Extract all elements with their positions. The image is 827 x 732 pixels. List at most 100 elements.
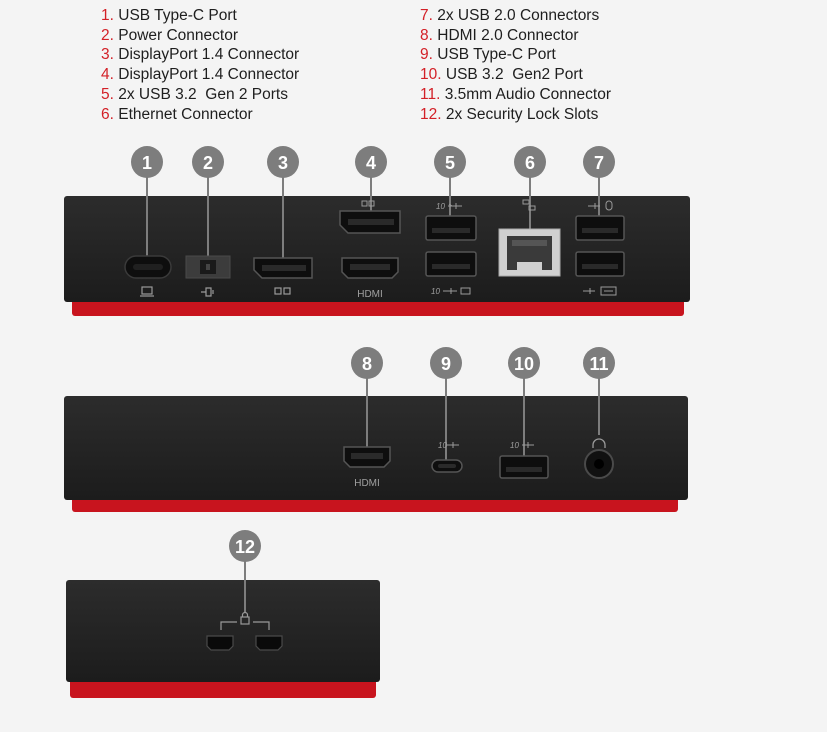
legend-item: 8. HDMI 2.0 Connector xyxy=(420,26,611,46)
callout-10: 10 xyxy=(508,347,540,379)
mouse-icon xyxy=(605,200,613,211)
legend-number: 12. xyxy=(420,105,442,123)
legend-label: 2x Security Lock Slots xyxy=(445,105,599,123)
legend-item: 2. Power Connector xyxy=(101,26,299,46)
callout-3: 3 xyxy=(267,146,299,178)
legend-item: 9. USB Type-C Port xyxy=(420,45,611,65)
usb-icon xyxy=(588,203,600,209)
usb-speed-label: 10 xyxy=(510,441,519,450)
security-lock-slot xyxy=(255,635,283,651)
legend-label: DisplayPort 1.4 Connector xyxy=(118,46,300,64)
callout-number: 9 xyxy=(441,354,451,374)
legend-label: Power Connector xyxy=(118,26,239,44)
port-usb-a-front xyxy=(499,455,549,479)
legend-number: 4. xyxy=(101,66,114,84)
lock-icon xyxy=(240,611,250,625)
hdmi-label-front: HDMI xyxy=(354,478,380,489)
callout-number: 7 xyxy=(594,153,604,173)
usb-speed-label: 10 xyxy=(438,441,447,450)
legend-number: 6. xyxy=(101,105,114,123)
usb-icon xyxy=(447,442,459,448)
callout-11: 11 xyxy=(583,347,615,379)
keyboard-icon xyxy=(600,286,617,296)
legend-number: 10. xyxy=(420,66,442,84)
displayport-icon xyxy=(274,287,291,295)
power-plug-icon xyxy=(201,287,214,297)
port-audio-jack xyxy=(584,449,614,479)
legend-number: 9. xyxy=(420,46,433,64)
port-displayport-2 xyxy=(339,210,401,234)
legend-item: 6. Ethernet Connector xyxy=(101,105,299,125)
usb-icon xyxy=(448,203,462,209)
hdmi-label-rear: HDMI xyxy=(357,289,383,300)
legend-item: 7. 2x USB 2.0 Connectors xyxy=(420,6,611,26)
callout-number: 12 xyxy=(235,537,255,557)
headphone-icon xyxy=(592,438,606,448)
usb-icon xyxy=(583,288,595,294)
legend-label: USB Type-C Port xyxy=(437,46,556,64)
callout-12: 12 xyxy=(229,530,261,562)
legend-item: 4. DisplayPort 1.4 Connector xyxy=(101,65,299,85)
legend-label: 2x USB 3.2 Gen 2 Ports xyxy=(118,85,288,103)
callout-number: 6 xyxy=(525,153,535,173)
callout-5: 5 xyxy=(434,146,466,178)
callout-number: 4 xyxy=(366,153,376,173)
security-lock-slot xyxy=(206,635,234,651)
callout-number: 1 xyxy=(142,153,152,173)
legend-label: Ethernet Connector xyxy=(118,105,253,123)
port-usb-a-rear-top xyxy=(425,215,477,241)
callout-9: 9 xyxy=(430,347,462,379)
legend-number: 8. xyxy=(420,26,433,44)
legend-item: 10. USB 3.2 Gen2 Port xyxy=(420,65,611,85)
callout-4: 4 xyxy=(355,146,387,178)
lock-bracket xyxy=(220,621,270,630)
network-icon xyxy=(522,199,536,211)
legend-number: 1. xyxy=(101,7,114,24)
callout-2: 2 xyxy=(192,146,224,178)
legend-label: USB 3.2 Gen2 Port xyxy=(445,66,583,84)
port-usb-a-rear-7-top xyxy=(575,215,625,241)
legend-item: 5. 2x USB 3.2 Gen 2 Ports xyxy=(101,85,299,105)
port-displayport-1 xyxy=(253,257,313,279)
callout-number: 3 xyxy=(278,153,288,173)
legend-label: HDMI 2.0 Connector xyxy=(437,26,579,44)
callout-number: 10 xyxy=(514,354,534,374)
usb-speed-label: 10 xyxy=(431,287,440,296)
legend-left: 1. USB Type-C Port 2. Power Connector 3.… xyxy=(101,6,299,124)
legend-number: 5. xyxy=(101,85,114,103)
legend-label: 3.5mm Audio Connector xyxy=(444,85,612,103)
leader-lines-rear xyxy=(146,176,600,268)
legend-item: 12. 2x Security Lock Slots xyxy=(420,105,611,125)
legend-number: 3. xyxy=(101,46,114,64)
usb-speed-label: 10 xyxy=(436,202,445,211)
port-usb-c-rear xyxy=(124,255,172,279)
laptop-icon xyxy=(140,286,154,297)
callout-number: 11 xyxy=(589,354,608,374)
legend-item: 3. DisplayPort 1.4 Connector xyxy=(101,45,299,65)
port-ethernet xyxy=(498,228,561,277)
legend-item: 1. USB Type-C Port xyxy=(101,6,299,26)
callout-1: 1 xyxy=(131,146,163,178)
callout-number: 8 xyxy=(362,354,372,374)
usb-icon xyxy=(522,442,534,448)
legend-label: DisplayPort 1.4 Connector xyxy=(118,66,300,84)
legend-number: 11. xyxy=(420,85,441,103)
port-power xyxy=(185,255,231,279)
port-usb-a-rear-bottom xyxy=(425,251,477,277)
legend-right: 7. 2x USB 2.0 Connectors 8. HDMI 2.0 Con… xyxy=(420,6,611,124)
dock-side-view xyxy=(66,580,380,698)
port-hdmi-front xyxy=(343,446,391,468)
legend-number: 7. xyxy=(420,7,433,24)
callout-6: 6 xyxy=(514,146,546,178)
callout-number: 2 xyxy=(203,153,213,173)
port-usb-a-rear-7-bottom xyxy=(575,251,625,277)
port-hdmi-rear xyxy=(341,257,399,279)
callout-7: 7 xyxy=(583,146,615,178)
dock-body-side xyxy=(66,580,380,682)
legend-number: 2. xyxy=(101,26,114,44)
displayport-icon xyxy=(361,200,375,207)
callout-number: 5 xyxy=(445,153,455,173)
callout-8: 8 xyxy=(351,347,383,379)
legend-label: 2x USB 2.0 Connectors xyxy=(437,7,600,24)
